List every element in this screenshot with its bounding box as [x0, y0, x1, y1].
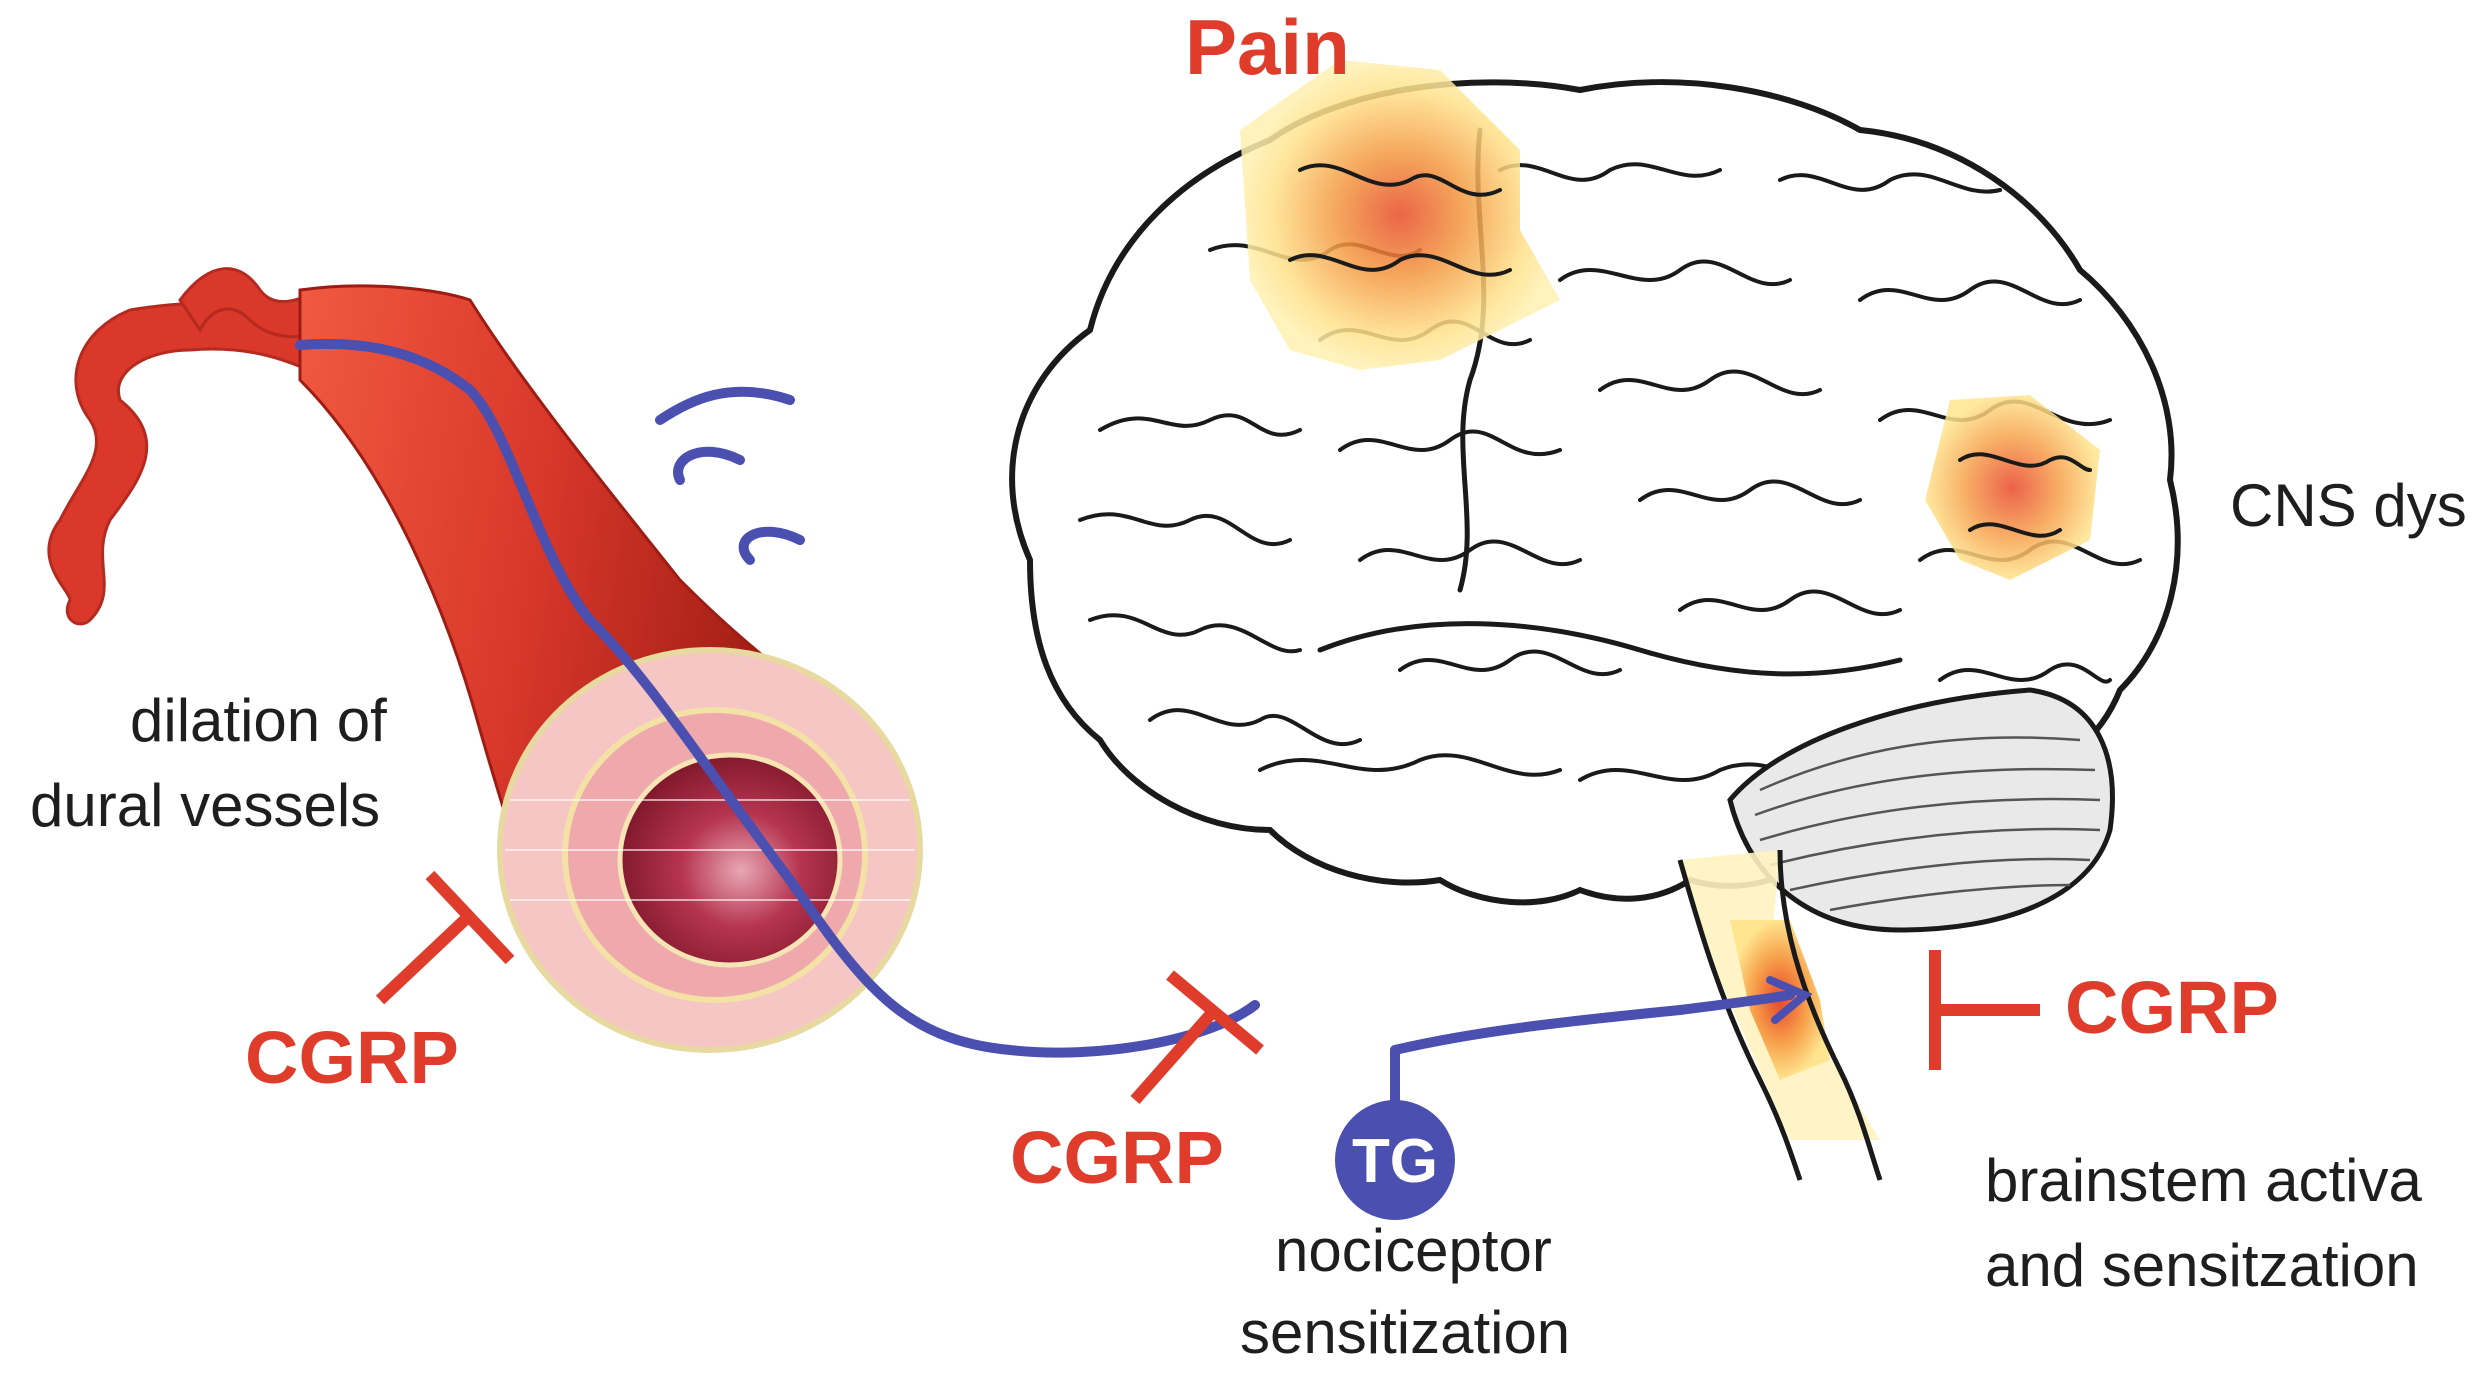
- dilation-label-line2: dural vessels: [30, 775, 380, 836]
- nociceptor-label-line1: nociceptor: [1275, 1220, 1552, 1281]
- brainstem-label-line2: and sensitzation: [1985, 1235, 2419, 1296]
- dilation-label-line1: dilation of: [130, 690, 387, 751]
- nociceptor-label-line2: sensitization: [1240, 1302, 1570, 1363]
- tg-label: TG: [1352, 1127, 1438, 1196]
- cgrp-brainstem-inhibitor: [1935, 950, 2040, 1070]
- pain-label: Pain: [1185, 8, 1350, 88]
- cgrp-brainstem-label: CGRP: [2065, 970, 2279, 1045]
- cgrp-vessel-label: CGRP: [245, 1020, 459, 1095]
- small-artery: [49, 303, 330, 623]
- cgrp-vessel-inhibitor: [380, 875, 510, 1000]
- cns-dysfunction-label: CNS dys: [2230, 475, 2467, 536]
- cgrp-nerve-label: CGRP: [1010, 1120, 1224, 1195]
- vessel-lumen: [620, 755, 840, 965]
- central-projection: [1395, 995, 1790, 1050]
- tg-ganglion: TG: [1335, 1100, 1455, 1220]
- brainstem-label-line1: brainstem activa: [1985, 1150, 2422, 1211]
- cgrp-nerve-inhibitor: [1135, 975, 1260, 1100]
